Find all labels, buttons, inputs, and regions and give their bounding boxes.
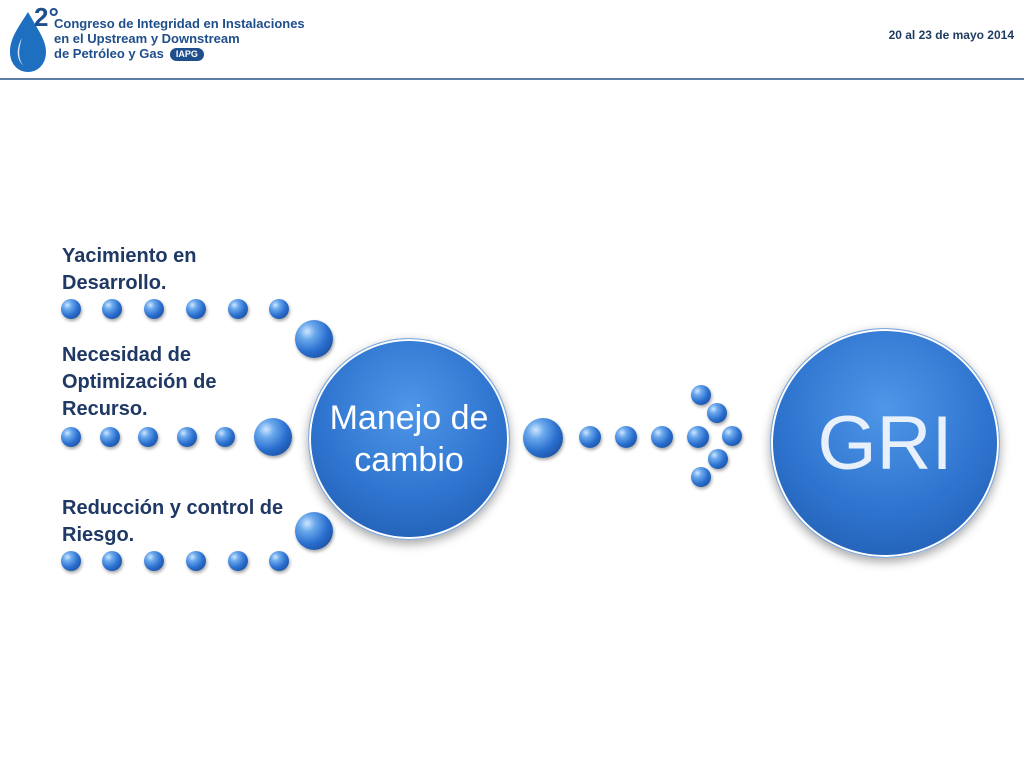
arrow-bead xyxy=(691,385,711,405)
input-label-riesgo: Reducción y control de Riesgo. xyxy=(62,497,284,546)
logo-text: Congreso de Integridad en Instalaciones … xyxy=(54,16,305,62)
arrow-bead xyxy=(707,403,727,423)
arrow-bead xyxy=(722,426,742,446)
connector-bead-large xyxy=(295,320,333,358)
connector-bead xyxy=(228,299,248,319)
logo-drop-icon xyxy=(10,12,46,72)
iapg-badge: IAPG xyxy=(169,48,204,62)
target-node-label: GRI xyxy=(817,400,953,486)
center-node-manejo: Manejo de cambio xyxy=(308,338,510,540)
connector-bead xyxy=(61,299,81,319)
center-node-label: Manejo de cambio xyxy=(329,399,489,479)
connector-bead xyxy=(177,427,197,447)
logo-line-2: en el Upstream y Downstream xyxy=(54,31,240,46)
connector-bead xyxy=(651,426,673,448)
logo-line-1: Congreso de Integridad en Instalaciones xyxy=(54,16,305,31)
arrow-bead xyxy=(687,426,709,448)
connector-bead xyxy=(186,551,206,571)
connector-bead xyxy=(61,551,81,571)
logo-line-3: de Petróleo y Gas xyxy=(54,46,164,61)
input-label-optimizacion: Necesidad de Optimización de Recurso. xyxy=(62,344,217,420)
connector-bead xyxy=(138,427,158,447)
connector-bead-large xyxy=(254,418,292,456)
connector-bead xyxy=(215,427,235,447)
input-label-yacimiento: Yacimiento en Desarrollo. xyxy=(62,245,197,294)
connector-bead xyxy=(186,299,206,319)
connector-bead xyxy=(100,427,120,447)
slide-header: 2° Congreso de Integridad en Instalacion… xyxy=(0,0,1024,80)
connector-bead xyxy=(269,299,289,319)
connector-bead xyxy=(269,551,289,571)
connector-bead xyxy=(228,551,248,571)
connector-bead xyxy=(102,551,122,571)
event-date: 20 al 23 de mayo 2014 xyxy=(888,28,1014,42)
connector-bead xyxy=(579,426,601,448)
connector-bead-large xyxy=(295,512,333,550)
connector-bead xyxy=(61,427,81,447)
connector-bead xyxy=(144,551,164,571)
connector-bead xyxy=(102,299,122,319)
connector-bead xyxy=(615,426,637,448)
arrow-bead xyxy=(708,449,728,469)
logo-line-3-row: de Petróleo y Gas IAPG xyxy=(54,46,305,62)
connector-bead xyxy=(144,299,164,319)
connector-bead-large xyxy=(523,418,563,458)
header-divider xyxy=(0,78,1024,80)
logo-number: 2° xyxy=(34,2,59,32)
arrow-bead xyxy=(691,467,711,487)
target-node-gri: GRI xyxy=(770,328,1000,558)
